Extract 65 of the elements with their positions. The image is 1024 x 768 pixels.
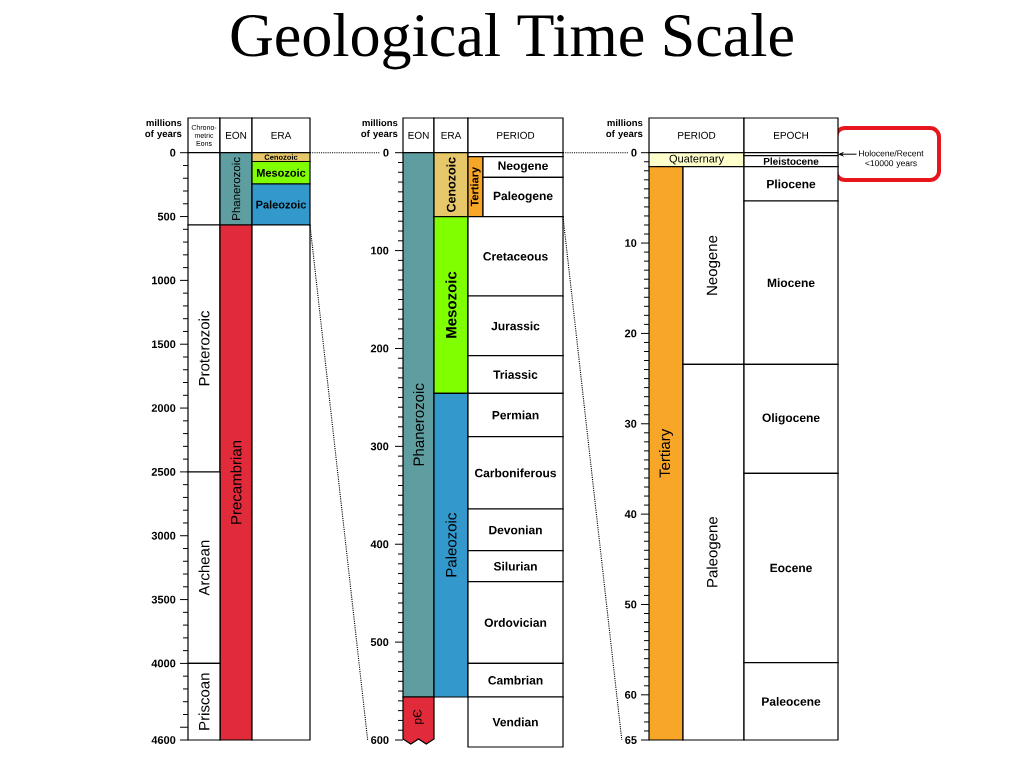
tick-label: 65 [625, 736, 637, 744]
interval-box: Precambrian [219, 224, 253, 741]
tick-label: 200 [370, 344, 389, 353]
callout-text: Holocene/Recent <10000 years [859, 150, 924, 168]
interval-box: Oligocene [743, 363, 839, 474]
tick-label: 600 [371, 736, 389, 744]
tick-label: 3500 [151, 595, 176, 604]
tick-label: 2000 [151, 404, 176, 412]
column-header: EON [402, 117, 435, 154]
connector-line [562, 152, 629, 154]
interval-box: Jurassic [467, 295, 564, 357]
tick-label: 500 [370, 638, 389, 646]
axis-title: millions of years [145, 119, 182, 139]
tick-label: 3000 [151, 531, 176, 540]
interval-box: Paleozoic [251, 183, 311, 226]
interval-box: Silurian [467, 550, 564, 583]
tick-label: 1500 [152, 340, 176, 349]
connector-line [309, 224, 369, 741]
tick-label: 30 [624, 419, 637, 428]
interval-box: Cambrian [467, 662, 564, 698]
interval-box: pЄ [402, 696, 435, 745]
tick-label: 4600 [151, 736, 176, 744]
interval-box: Vendian [467, 696, 564, 748]
interval-box: Carboniferous [467, 436, 564, 510]
interval-box: Phanerozoic [219, 152, 253, 226]
tick-label: 20 [624, 329, 637, 338]
tick-label: 300 [370, 442, 389, 451]
tick-label: 400 [370, 540, 389, 549]
arrow [838, 152, 857, 157]
interval-box: Phanerozoic [402, 152, 435, 698]
interval-box: Pleistocene [743, 155, 839, 168]
interval-box: Paleozoic [433, 392, 469, 698]
column-header: EON [219, 117, 253, 154]
connector-line [562, 216, 623, 741]
tick-label: 4000 [151, 659, 176, 668]
axis-title: millions of years [361, 119, 398, 139]
tick-label: 500 [157, 212, 176, 221]
interval-box: Tertiary [648, 166, 684, 741]
interval-box: Devonian [467, 508, 564, 552]
tick-label: 0 [631, 148, 637, 157]
tick-label: 10 [625, 239, 637, 247]
interval-box: Mesozoic [433, 216, 469, 394]
column-header: ERA [433, 117, 469, 154]
interval-box: Cenozoic [433, 152, 469, 218]
title: Geological Time Scale [231, 13, 793, 70]
column-header: PERIOD [648, 117, 745, 154]
blank-box [251, 224, 311, 741]
interval-box: Quaternary [648, 152, 745, 168]
tick-label: 0 [170, 148, 176, 157]
interval-box: Permian [467, 392, 564, 438]
interval-box: Triassic [467, 355, 564, 394]
interval-box: Priscoan [187, 662, 221, 741]
tick-label: 1000 [152, 276, 176, 285]
connector-line [309, 152, 381, 154]
tick-label: 50 [624, 600, 637, 609]
tick-label: 100 [371, 246, 389, 255]
tick-label: 0 [383, 148, 389, 157]
interval-box: Mesozoic [251, 160, 311, 185]
interval-box: Paleocene [743, 662, 839, 741]
tick-label: 60 [625, 690, 637, 699]
interval-box: Paleogene [482, 176, 564, 218]
tick-label: 40 [624, 510, 637, 518]
tick-label: 2500 [151, 468, 176, 476]
axis-title: millions of years [606, 119, 643, 139]
column-header: ERA [251, 117, 311, 154]
